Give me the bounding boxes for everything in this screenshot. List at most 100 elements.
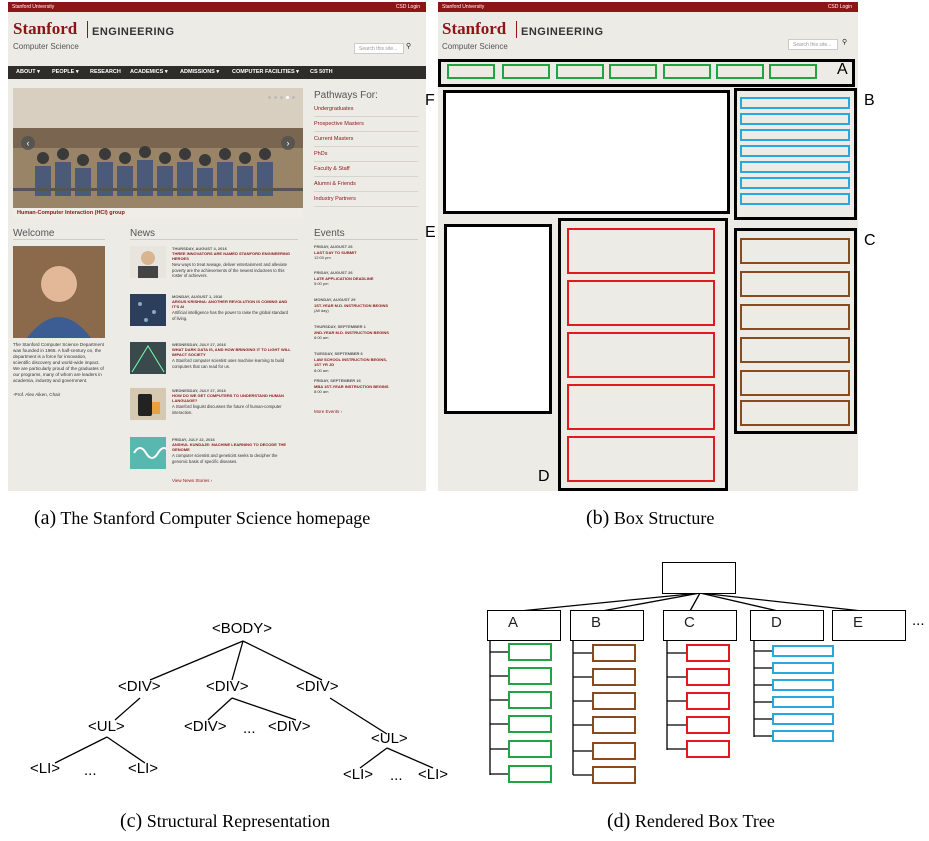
search-icon[interactable]: ⚲ <box>406 43 412 50</box>
leaf-box-green <box>508 691 552 709</box>
box-tree-ellipsis: ... <box>912 612 925 629</box>
events-title: Events <box>314 228 418 240</box>
pathway-link[interactable]: Faculty & Staff <box>314 163 418 177</box>
event-title[interactable]: LAST DAY TO SUBMIT <box>314 249 357 255</box>
box-c-events <box>734 228 857 434</box>
leaf-box-blue <box>772 730 834 742</box>
search-input[interactable]: Search this site... <box>788 39 838 50</box>
tree-dots: ... <box>84 762 97 779</box>
label-b: B <box>864 92 875 109</box>
news-thumbnail <box>130 388 166 420</box>
top-bar: Stanford University CSD Login <box>8 2 426 12</box>
news-headline[interactable]: THREE INNOVATORS ARE NAMED STANFORD ENGI… <box>172 251 291 261</box>
tree-node-div: <DIV> <box>296 678 339 695</box>
login-link[interactable]: CSD Login <box>395 4 420 10</box>
more-events-link[interactable]: More Events › <box>314 409 343 414</box>
event-item[interactable]: FRIDAY, SEPTEMBER 16 MBA 1ST-YEAR INSTRU… <box>314 378 394 395</box>
stanford-wordmark[interactable]: Stanford <box>442 19 507 38</box>
nav-research[interactable]: RESEARCH <box>90 69 121 75</box>
nav-about[interactable]: ABOUT ▾ <box>16 69 40 75</box>
nav-computer-facilities[interactable]: COMPUTER FACILITIES ▾ <box>232 69 299 75</box>
hero-caption[interactable]: Human-Computer Interaction (HCI) group <box>13 208 303 218</box>
box-tree-node-b: B <box>570 610 644 641</box>
event-date: FRIDAY, AUGUST 26 <box>314 244 353 249</box>
top-bar: Stanford University CSD Login <box>438 2 858 12</box>
event-title[interactable]: LAW SCHOOL INSTRUCTION BEGINS, 1ST YR JD <box>314 356 388 368</box>
pathway-link[interactable]: Industry Partners <box>314 193 418 207</box>
carousel-prev-arrow-icon[interactable]: ‹ <box>21 136 35 150</box>
brand-separator <box>87 21 88 38</box>
box-tree-node-e: E <box>832 610 906 641</box>
stanford-wordmark[interactable]: Stanford <box>13 19 78 38</box>
department-name[interactable]: Computer Science <box>442 42 508 51</box>
news-item[interactable]: FRIDAY, JULY 22, 2016 ANSHUL KUNDAJE: MA… <box>130 437 300 471</box>
news-item[interactable]: WEDNESDAY, JULY 27, 2016 HOW DO WE GET C… <box>130 388 300 422</box>
news-date: WEDNESDAY, JULY 27, 2016 <box>172 342 226 347</box>
pathway-link[interactable]: Alumni & Friends <box>314 178 418 192</box>
event-item[interactable]: FRIDAY, AUGUST 26 LATE APPLICATION DEADL… <box>314 270 394 287</box>
caption-b-text: Box Structure <box>613 508 715 528</box>
login-link[interactable]: CSD Login <box>827 4 852 10</box>
news-thumbnail <box>130 342 166 374</box>
news-headline[interactable]: ANSHUL KUNDAJE: MACHINE LEARNING TO DECO… <box>172 442 287 452</box>
event-item[interactable]: TUESDAY, SEPTEMBER 6 LAW SCHOOL INSTRUCT… <box>314 351 394 373</box>
box-tree-node-c: C <box>663 610 737 641</box>
event-item-box <box>740 238 850 264</box>
leaf-box-blue <box>772 696 834 708</box>
news-item-box <box>567 436 715 482</box>
news-headline[interactable]: ARGUS KRISHNA: ANOTHER REVOLUTION IS COM… <box>172 299 288 309</box>
event-item-box <box>740 304 850 330</box>
news-item[interactable]: THURSDAY, AUGUST 4, 2016 THREE INNOVATOR… <box>130 246 300 280</box>
nav-academics[interactable]: ACADEMICS ▾ <box>130 69 168 75</box>
news-item-box <box>567 280 715 326</box>
leaf-box-red <box>686 668 730 686</box>
news-headline[interactable]: HOW DO WE GET COMPUTERS TO UNDERSTAND HU… <box>172 393 284 403</box>
pathway-link[interactable]: Undergraduates <box>314 103 418 117</box>
university-link[interactable]: Stanford University <box>12 4 55 10</box>
box-tree-node-a: A <box>487 610 561 641</box>
leaf-box-green <box>508 667 552 685</box>
news-item[interactable]: MONDAY, AUGUST 1, 2016 ARGUS KRISHNA: AN… <box>130 294 300 328</box>
event-title[interactable]: LATE APPLICATION DEADLINE <box>314 275 374 281</box>
nav-item-box <box>447 64 495 79</box>
box-a-nav <box>438 59 855 87</box>
nav-cs50th[interactable]: CS 50TH <box>310 69 333 75</box>
leaf-box-brown <box>592 742 636 760</box>
event-date: TUESDAY, SEPTEMBER 6 <box>314 351 363 356</box>
brand-separator <box>516 21 517 38</box>
pathway-link[interactable]: PhDs <box>314 148 418 162</box>
event-item[interactable]: MONDAY, AUGUST 29 1ST-YEAR M.D. INSTRUCT… <box>314 297 394 314</box>
nav-admissions[interactable]: ADMISSIONS ▾ <box>180 69 220 75</box>
department-name[interactable]: Computer Science <box>13 42 79 51</box>
event-item[interactable]: FRIDAY, AUGUST 26 LAST DAY TO SUBMIT 12:… <box>314 244 394 261</box>
event-title[interactable]: 2ND-YEAR M.D. INSTRUCTION BEGINS <box>314 329 389 335</box>
event-item[interactable]: THURSDAY, SEPTEMBER 1 2ND-YEAR M.D. INST… <box>314 324 394 341</box>
more-news-link[interactable]: View News Stories › <box>172 478 213 483</box>
carousel-dot[interactable] <box>286 96 289 99</box>
news-headline[interactable]: WHAT DARK DATA IS, AND HOW BRINGING IT T… <box>172 347 291 357</box>
search-icon[interactable]: ⚲ <box>842 39 848 46</box>
event-title[interactable]: 1ST-YEAR M.D. INSTRUCTION BEGINS <box>314 302 389 308</box>
leaf-box-red <box>686 740 730 758</box>
leaf-box-red <box>686 716 730 734</box>
event-title[interactable]: MBA 1ST-YEAR INSTRUCTION BEGINS <box>314 383 389 389</box>
pathway-link[interactable]: Current Masters <box>314 133 418 147</box>
search-input[interactable]: Search this site... <box>354 43 404 54</box>
carousel-dot[interactable] <box>268 96 271 99</box>
hero-carousel[interactable]: ‹ › Human-Computer Interaction (HCI) gro… <box>13 88 303 218</box>
tree-node-div: <DIV> <box>184 718 227 735</box>
nav-item-box <box>502 64 550 79</box>
carousel-dot[interactable] <box>274 96 277 99</box>
university-link[interactable]: Stanford University <box>442 4 485 10</box>
tree-dots: ... <box>243 720 256 737</box>
news-date: THURSDAY, AUGUST 4, 2016 <box>172 246 227 251</box>
news-item[interactable]: WEDNESDAY, JULY 27, 2016 WHAT DARK DATA … <box>130 342 300 376</box>
nav-people[interactable]: PEOPLE ▾ <box>52 69 79 75</box>
caption-a: (a) The Stanford Computer Science homepa… <box>34 507 370 530</box>
carousel-next-arrow-icon[interactable]: › <box>281 136 295 150</box>
pathway-link[interactable]: Prospective Masters <box>314 118 418 132</box>
news-item-box <box>567 332 715 378</box>
carousel-dot[interactable] <box>280 96 283 99</box>
carousel-dot[interactable] <box>292 96 295 99</box>
news-summary: New ways to treat sewage, deliver entert… <box>172 262 287 278</box>
